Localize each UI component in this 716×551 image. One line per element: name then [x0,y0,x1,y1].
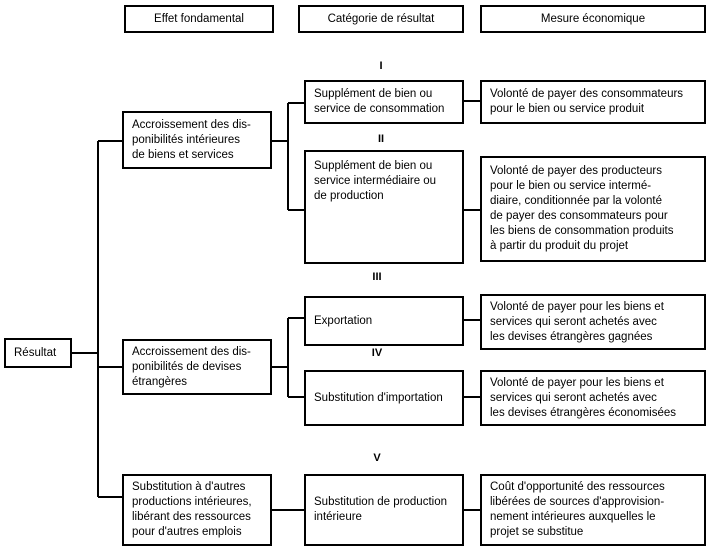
numeral-3: III [372,271,382,283]
measure-node-5: Coût d'opportunité des ressources libéré… [480,474,706,546]
measure-node-1: Volonté de payer des consommateurs pour … [480,80,706,124]
effect-node-3: Substitution à d'autres productions inté… [122,474,272,546]
measure-node-4: Volonté de payer pour les biens et servi… [480,370,706,426]
category-node-2: Supplément de bien ou service intermédia… [304,150,464,264]
effect-node-2: Accroissement des dis- ponibilités de de… [122,339,272,395]
header-category: Catégorie de résultat [298,5,464,33]
category-node-3: Exportation [304,296,464,346]
category-node-1: Supplément de bien ou service de consomm… [304,80,464,124]
numeral-2: II [377,133,385,145]
numeral-1: I [379,60,383,72]
numeral-5: V [373,452,381,464]
numeral-4: IV [371,347,383,359]
header-effect: Effet fondamental [124,5,274,33]
header-measure: Mesure économique [480,5,706,33]
measure-node-2: Volonté de payer des producteurs pour le… [480,156,706,262]
category-node-4: Substitution d'importation [304,370,464,426]
root-node: Résultat [4,338,72,368]
category-node-5: Substitution de production intérieure [304,474,464,546]
effect-node-1: Accroissement des dis- ponibilités intér… [122,111,272,169]
measure-node-3: Volonté de payer pour les biens et servi… [480,294,706,350]
